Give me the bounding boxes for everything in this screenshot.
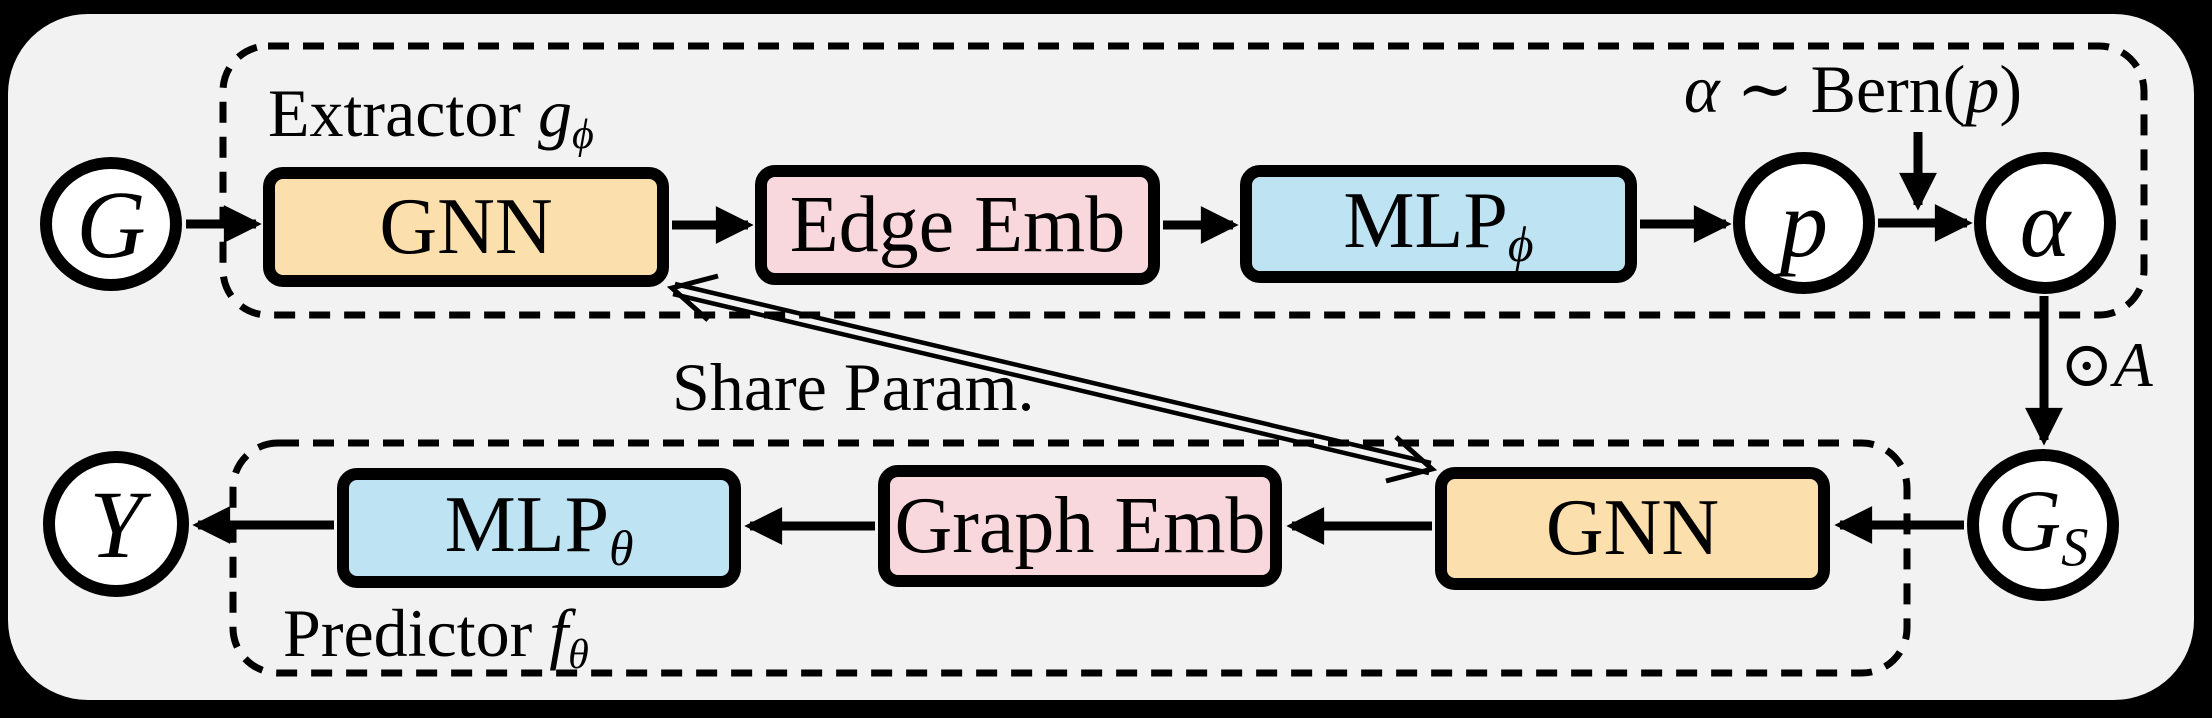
- mlp-theta-subscript: θ: [609, 520, 634, 576]
- mlp-theta-label: MLPθ: [445, 480, 634, 577]
- gnn-extractor-label: GNN: [379, 182, 553, 271]
- box-mlp-phi: MLPϕ: [1240, 165, 1637, 283]
- node-input-graph: G: [40, 157, 182, 291]
- box-mlp-theta: MLPθ: [337, 468, 741, 588]
- predictor-label: Predictor fθ: [283, 596, 589, 678]
- edge-emb-label: Edge Emb: [789, 180, 1126, 269]
- gs-subscript: S: [2061, 516, 2089, 578]
- odot-operand: A: [2113, 329, 2153, 400]
- node-p-label: p: [1780, 169, 1828, 277]
- bern-label: α ∼ Bern(p): [1628, 52, 2078, 127]
- mlp-theta-text: MLP: [444, 480, 610, 569]
- bern-alpha: α: [1683, 51, 1720, 127]
- bern-arg: p: [1965, 51, 2000, 127]
- node-subgraph: GS: [1967, 449, 2119, 601]
- extractor-label: Extractor gϕ: [268, 76, 594, 158]
- box-graph-emb: Graph Emb: [878, 465, 1282, 587]
- node-prediction: Y: [43, 451, 189, 597]
- node-g-label: G: [76, 170, 146, 278]
- box-edge-emb: Edge Emb: [755, 165, 1160, 285]
- graph-emb-label: Graph Emb: [894, 481, 1266, 570]
- node-alpha: α: [1974, 152, 2116, 294]
- bern-close: ): [1999, 51, 2023, 127]
- predictor-subscript: θ: [568, 630, 589, 678]
- extractor-symbol: g: [537, 75, 572, 151]
- predictor-prefix: Predictor: [283, 595, 550, 671]
- mlp-phi-text: MLP: [1343, 176, 1508, 265]
- extractor-subscript: ϕ: [571, 110, 594, 158]
- predictor-symbol: f: [549, 595, 569, 671]
- gnn-predictor-label: GNN: [1545, 484, 1720, 572]
- bern-relation: ∼ Bern(: [1719, 51, 1966, 127]
- node-y-label: Y: [89, 470, 143, 578]
- box-gnn-extractor: GNN: [263, 167, 669, 287]
- odot-operator: ⊙: [2060, 329, 2114, 400]
- odot-label: ⊙A: [2060, 329, 2153, 400]
- box-gnn-predictor: GNN: [1435, 467, 1830, 590]
- node-probability: p: [1733, 152, 1875, 294]
- mlp-phi-label: MLPϕ: [1343, 176, 1533, 273]
- share-param-label: Share Param.: [672, 350, 1035, 425]
- mlp-phi-subscript: ϕ: [1507, 216, 1534, 272]
- extractor-prefix: Extractor: [268, 75, 538, 151]
- gs-symbol: G: [1997, 473, 2062, 571]
- node-alpha-label: α: [2019, 169, 2071, 277]
- node-gs-label: GS: [1998, 471, 2089, 578]
- share-param-text: Share Param.: [672, 349, 1035, 425]
